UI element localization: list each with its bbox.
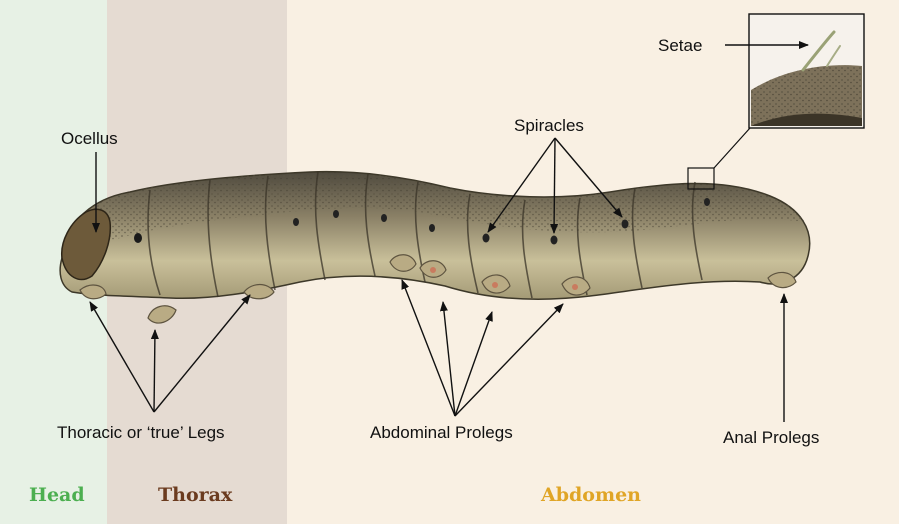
setae-label: Setae bbox=[658, 36, 702, 56]
spiracles-label: Spiracles bbox=[514, 116, 584, 136]
thoracic-legs-label: Thoracic or ‘true’ Legs bbox=[57, 423, 225, 443]
ocellus-label: Ocellus bbox=[61, 129, 118, 149]
setae-inset bbox=[749, 14, 864, 128]
anal-prolegs-label: Anal Prolegs bbox=[723, 428, 819, 448]
abdominal-prolegs-label: Abdominal Prolegs bbox=[370, 423, 513, 443]
caterpillar-body bbox=[60, 172, 810, 323]
thorax-region-label: Thorax bbox=[158, 484, 232, 506]
abdomen-region-label: Abdomen bbox=[541, 484, 641, 506]
head-region-label: Head bbox=[29, 484, 85, 506]
setae-connector-line bbox=[714, 128, 750, 168]
